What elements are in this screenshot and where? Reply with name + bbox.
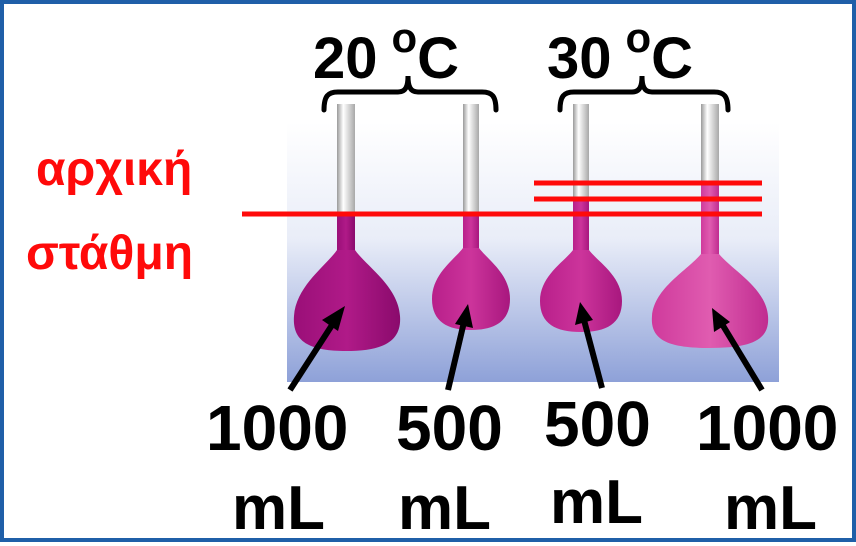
flask-1000ml-20c (293, 104, 401, 351)
brace-20c (321, 75, 499, 113)
volume-label-flask-2: 500 (396, 392, 503, 464)
arrow-flask-1 (287, 320, 337, 392)
arrows (287, 302, 765, 392)
initial-level-label-line2: στάθμη (26, 227, 194, 280)
arrow-head-flask-1 (322, 306, 345, 331)
arrow-head-flask-2 (455, 304, 473, 328)
arrow-head-flask-3 (575, 302, 593, 325)
flask-500ml-30c (540, 104, 622, 332)
brace-30c (557, 75, 731, 113)
temp-20-value: 20 (313, 26, 378, 91)
unit-label-flask-1: mL (232, 474, 325, 543)
arrow-flask-4 (719, 322, 765, 392)
temp-30-degree: o (625, 14, 652, 61)
flask-1000ml-30c (651, 104, 769, 348)
volume-label-flask-4: 1000 (696, 392, 839, 464)
temp-label-20c: 20 oC (313, 17, 459, 88)
unit-label-flask-3: mL (550, 468, 643, 537)
temp-label-30c: 30 oC (547, 17, 693, 88)
flask-illustration (242, 75, 779, 392)
arrow-flask-3 (581, 319, 605, 389)
volume-label-flask-3: 500 (544, 388, 651, 460)
unit-label-flask-2: mL (398, 474, 491, 543)
temp-30-value: 30 (547, 26, 612, 91)
temp-30-unit: C (651, 26, 694, 91)
temp-20-degree: o (391, 14, 418, 61)
unit-label-flask-4: mL (724, 474, 817, 543)
arrow-head-flask-4 (712, 308, 730, 332)
volume-label-flask-1: 1000 (206, 392, 349, 464)
arrow-flask-2 (445, 321, 467, 391)
flask-500ml-20c (432, 104, 510, 330)
initial-level-label-line1: αρχική (36, 143, 193, 196)
temp-20-unit: C (417, 26, 460, 91)
